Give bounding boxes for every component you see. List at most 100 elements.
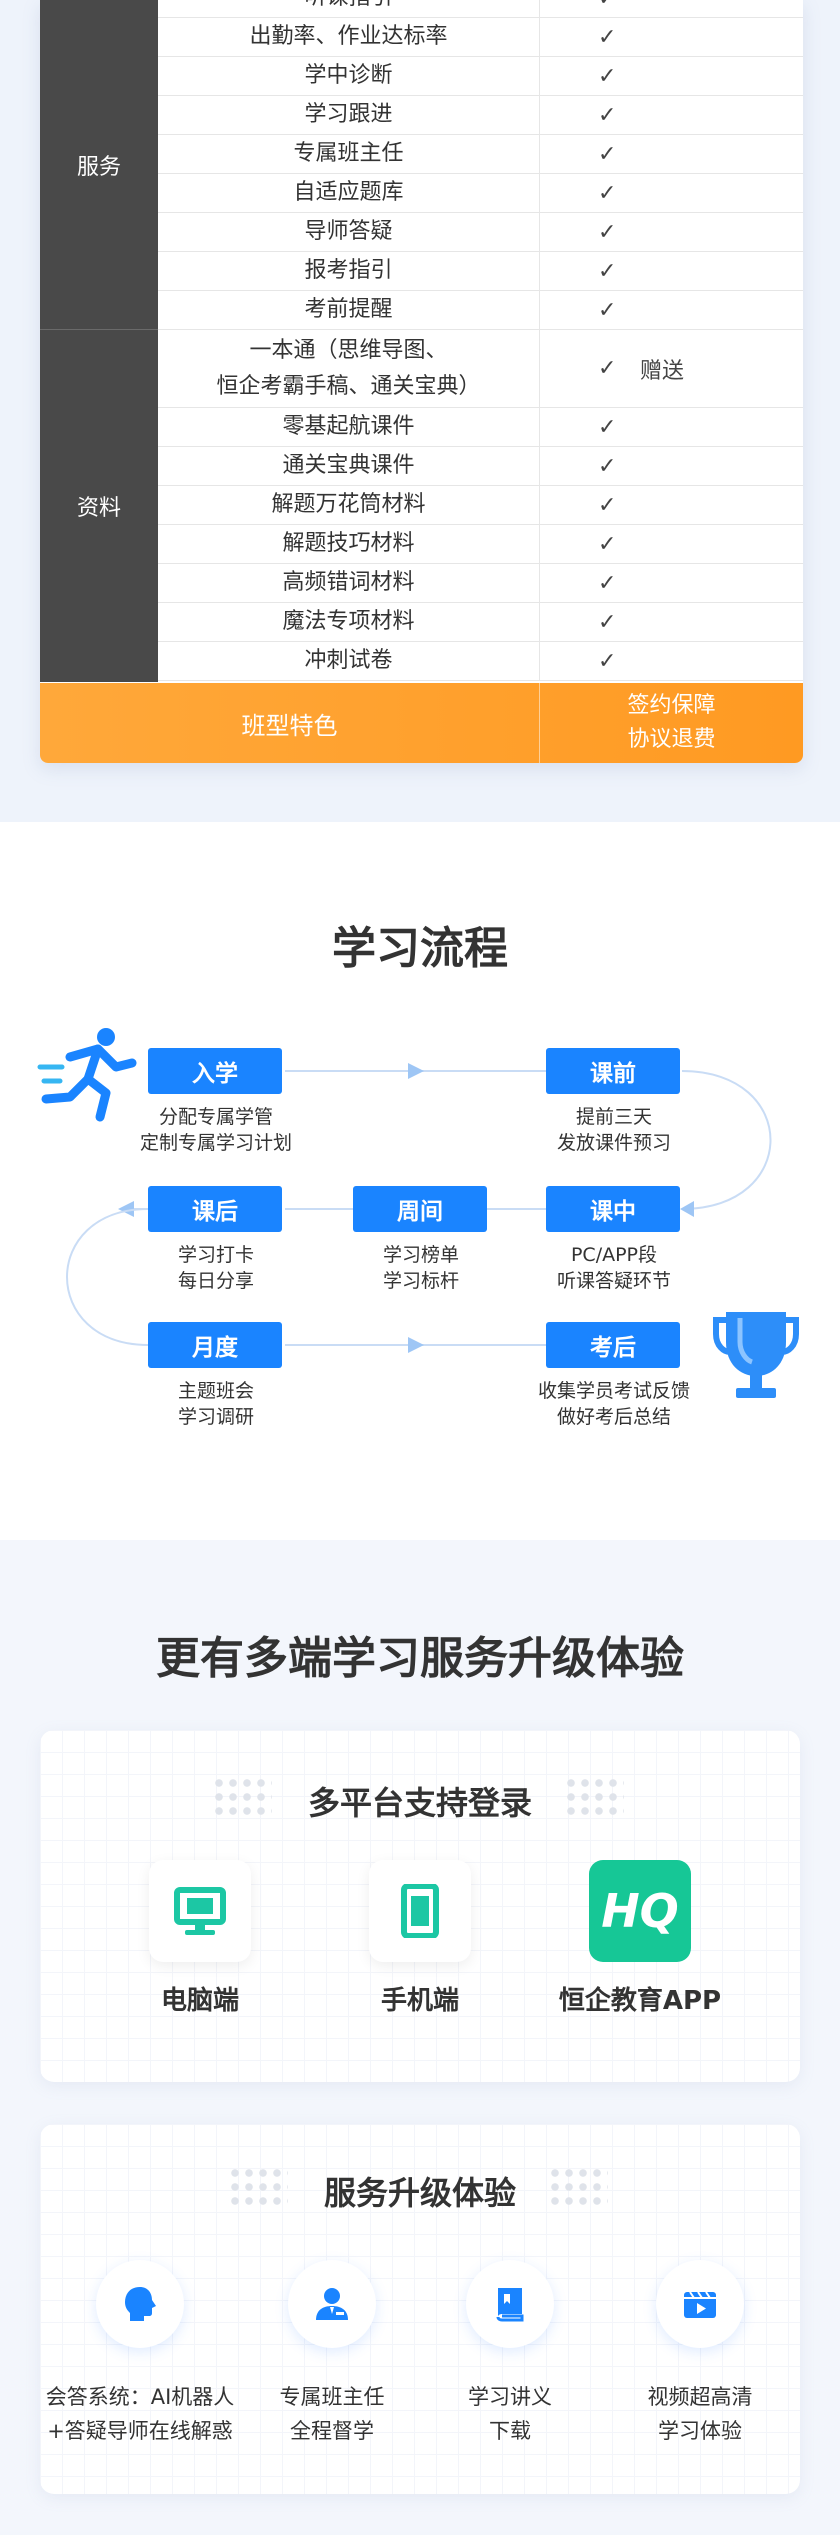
step-after-exam-desc-line2: 做好考后总结 [556, 1406, 671, 1428]
footer-guarantee-line1: 签约保障 [627, 693, 716, 718]
dots-decoration [212, 1776, 272, 1820]
multi-platform-section: 更有多端学习服务升级体验 多平台支持登录 电脑端 [0, 1540, 840, 2535]
row-check-cell: ✓ [540, 525, 803, 563]
runner-icon [37, 1028, 137, 1122]
step-weekly-desc-line2: 学习标杆 [382, 1270, 459, 1292]
service-handout: 学习讲义 下载 [400, 2260, 620, 2448]
table-row: 专属班主任 ✓ [158, 135, 803, 174]
step-after-class-desc-line1: 学习打卡 [177, 1244, 254, 1266]
row-gift-label: 赠送 [640, 358, 685, 384]
checkmark-icon: ✓ [598, 24, 617, 50]
row-check-cell: ✓ [540, 291, 803, 329]
service-ai-line2: +答疑导师在线解惑 [47, 2419, 233, 2443]
step-monthly: 月度 [148, 1322, 282, 1368]
trophy-icon [713, 1312, 799, 1398]
step-enroll-desc-line2: 定制专属学习计划 [139, 1132, 292, 1154]
platform-desktop-label: 电脑端 [160, 1986, 239, 2016]
service-video: 视频超高清 学习体验 [590, 2260, 810, 2448]
platforms-title: 更有多端学习服务升级体验 [156, 1633, 684, 1684]
service-teacher-line1: 专属班主任 [279, 2385, 385, 2409]
flow-title: 学习流程 [332, 923, 508, 974]
checkmark-icon: ✓ [598, 258, 617, 284]
step-after-exam: 考后 [546, 1322, 680, 1368]
row-check-cell: ✓赠送 [540, 330, 803, 407]
step-enroll: 入学 [148, 1048, 282, 1094]
row-item-name: 出勤率、作业达标率 [158, 18, 540, 56]
service-video-line1: 视频超高清 [647, 2385, 753, 2409]
step-weekly-desc-line1: 学习榜单 [382, 1244, 459, 1266]
app-logo-text: HQ [601, 1884, 679, 1938]
step-after-exam-desc-line1: 收集学员考试反馈 [537, 1380, 690, 1402]
step-weekly-desc: 学习榜单 学习标杆 [301, 1242, 541, 1294]
table-row: 报考指引✓ [158, 252, 803, 291]
group-label-material: 资料 [40, 330, 158, 682]
step-weekly: 周间 [353, 1186, 487, 1232]
table-row: 考前提醒✓ [158, 291, 803, 330]
checkmark-icon: ✓ [598, 570, 617, 596]
step-before-class: 课前 [546, 1048, 680, 1094]
step-after-class: 课后 [148, 1186, 282, 1232]
step-monthly-desc: 主题班会 学习调研 [96, 1378, 336, 1430]
service-upgrade-card: 服务升级体验 会答系统：AI机器人 +答疑导师在线解惑 [40, 2124, 800, 2494]
group-label-service: 服务 [40, 0, 158, 330]
step-enroll-desc-line1: 分配专属学管 [158, 1106, 273, 1128]
row-check-cell: ✓ [540, 564, 803, 602]
row-check-cell: ✓ [540, 486, 803, 524]
platform-mobile: 手机端 [330, 1860, 510, 2017]
step-after-class-desc-line2: 每日分享 [177, 1270, 254, 1292]
checkmark-icon: ✓ [598, 648, 617, 674]
row-item-name: 听课指引 [158, 0, 540, 17]
row-item-name: 学中诊断 [158, 57, 540, 95]
step-during-class-desc-line2: 听课答疑环节 [556, 1270, 671, 1292]
checkmark-icon: ✓ [598, 0, 628, 11]
service-teacher-line2: 全程督学 [290, 2419, 374, 2443]
row-check-cell: ✓ [540, 57, 803, 95]
table-row: 学中诊断✓ [158, 57, 803, 96]
desktop-icon [149, 1860, 251, 1962]
service-ai-text: 会答系统：AI机器人 +答疑导师在线解惑 [30, 2380, 250, 2448]
table-row: 出勤率、作业达标率 ✓ [158, 18, 803, 57]
row-item-name: 学习跟进 [158, 96, 540, 134]
dots-decoration [228, 2166, 288, 2210]
table-row: 导师答疑✓ [158, 213, 803, 252]
step-after-class-desc: 学习打卡 每日分享 [96, 1242, 336, 1294]
platform-app: HQ 恒企教育APP [550, 1860, 730, 2017]
row-item-name: 零基起航课件 [158, 408, 540, 446]
row-item-name: 导师答疑 [158, 213, 540, 251]
step-before-class-desc-line1: 提前三天 [575, 1106, 652, 1128]
footer-guarantee: 签约保障 协议退费 [540, 683, 803, 763]
checkmark-icon: ✓ [598, 102, 617, 128]
row-item-name: 专属班主任 [158, 135, 540, 173]
platform-app-label: 恒企教育APP [558, 1986, 722, 2016]
step-during-class: 课中 [546, 1186, 680, 1232]
service-video-line2: 学习体验 [658, 2419, 742, 2443]
app-logo-icon: HQ [589, 1860, 691, 1962]
dots-decoration [548, 2166, 608, 2210]
step-monthly-desc-line1: 主题班会 [177, 1380, 254, 1402]
mobile-icon [369, 1860, 471, 1962]
row-item-name: 一本通（思维导图、 恒企考霸手稿、通关宝典） [158, 330, 540, 407]
service-video-text: 视频超高清 学习体验 [590, 2380, 810, 2448]
checkmark-icon: ✓ [598, 414, 617, 440]
service-table-section: 服务 资料 听课指引✓出勤率、作业达标率✓学中诊断✓学习跟进✓专属班主任✓自适应… [0, 0, 840, 822]
row-check-cell: ✓ [540, 408, 803, 446]
checkmark-icon: ✓ [598, 531, 617, 557]
book-icon [466, 2260, 554, 2348]
checkmark-icon: ✓ [598, 141, 617, 167]
footer-guarantee-line2: 协议退费 [627, 727, 716, 752]
row-item-name: 高频错词材料 [158, 564, 540, 602]
step-enroll-desc: 分配专属学管 定制专属学习计划 [96, 1104, 336, 1156]
service-ai: 会答系统：AI机器人 +答疑导师在线解惑 [30, 2260, 250, 2448]
ai-head-icon [96, 2260, 184, 2348]
table-row: 魔法专项材料✓ [158, 603, 803, 642]
row-item-name: 冲刺试卷 [158, 642, 540, 680]
service-table: 服务 资料 听课指引✓出勤率、作业达标率✓学中诊断✓学习跟进✓专属班主任✓自适应… [40, 0, 803, 763]
dots-decoration [564, 1776, 624, 1820]
table-footer: 班型特色 签约保障 协议退费 [40, 683, 803, 763]
platform-desktop: 电脑端 [110, 1860, 290, 2017]
login-card-title: 多平台支持登录 [307, 1784, 532, 1822]
service-teacher-text: 专属班主任 全程督学 [222, 2380, 442, 2448]
table-row: 一本通（思维导图、 恒企考霸手稿、通关宝典）✓赠送 [158, 330, 803, 408]
table-row: 零基起航课件 ✓ [158, 408, 803, 447]
